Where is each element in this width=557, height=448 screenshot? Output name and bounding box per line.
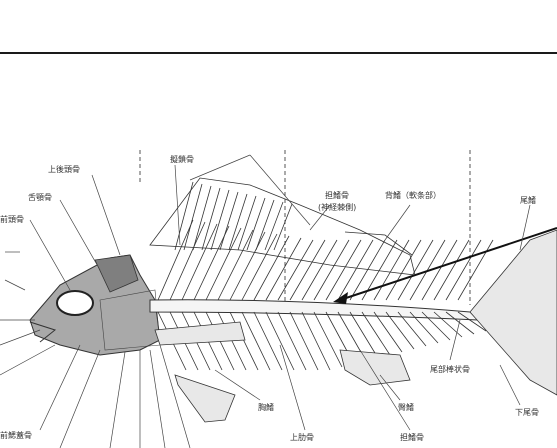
label-anal-fin: 臀鰭 (398, 402, 414, 412)
label-caudal-fin: 尾鰭 (520, 195, 536, 205)
label-dorsal-soft: 背鰭（軟条部） (385, 190, 441, 200)
fin-ray (220, 192, 238, 250)
haemal-spine (278, 312, 306, 370)
caudal-fin (470, 230, 557, 395)
fin-ray (229, 194, 247, 250)
pectoral-fin (155, 322, 245, 345)
haemal-spine (302, 312, 330, 370)
label-spine-upper: 担鰭骨 (325, 190, 349, 200)
fin-ray (274, 204, 292, 250)
haemal-spine (374, 312, 402, 352)
fin-ray (184, 184, 202, 250)
vertebral-column (150, 300, 478, 320)
label-front-jaw: 前頭骨 (0, 214, 24, 224)
skull (30, 255, 160, 355)
anal-fin (340, 350, 410, 385)
pelvic-fin (175, 375, 235, 422)
label-neural-spine: (神経棘側) (318, 202, 356, 212)
label-cleithrum: 擬鎖骨 (170, 154, 194, 164)
label-urostyle: 尾部棒状骨 (430, 364, 470, 374)
label-upper-rib: 上肋骨 (290, 432, 314, 442)
haemal-spine (242, 312, 270, 370)
haemal-spine (314, 312, 342, 367)
label-lower-caudal: 下尾骨 (515, 408, 539, 417)
haemal-spine (266, 312, 294, 370)
fin-ray (265, 202, 283, 250)
fin-ray (193, 186, 211, 250)
label-pectoral-fin: 胸鰭 (258, 402, 274, 412)
fin-ray (202, 188, 220, 250)
fin-ray (211, 190, 229, 250)
haemal-spine (290, 312, 318, 370)
haemal-spine (362, 312, 390, 355)
label-hyoid: 舌顎骨 (28, 192, 52, 202)
fin-ray (247, 198, 265, 250)
label-upper-hyomandibular: 上後頭骨 (48, 164, 80, 174)
haemal-spine (254, 312, 282, 370)
label-preopercle: 前鰓蓋骨 (0, 430, 32, 440)
label-pterygiophore-lower: 担鰭骨 (400, 432, 424, 442)
fin-ray (256, 200, 274, 250)
